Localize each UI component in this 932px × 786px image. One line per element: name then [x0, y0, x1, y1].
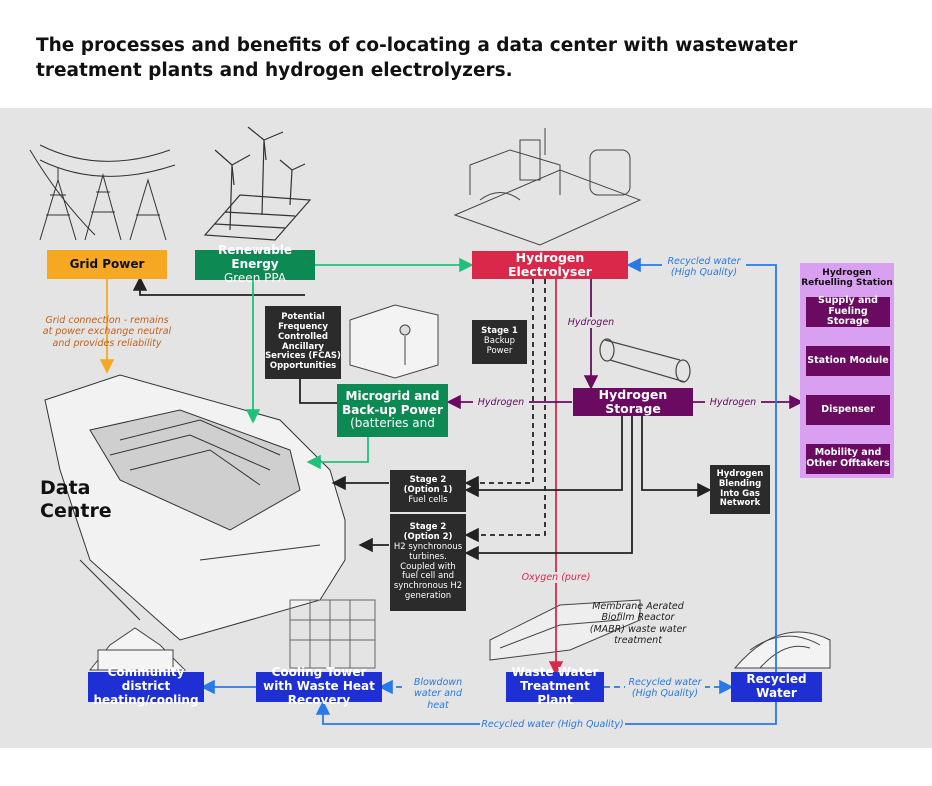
hydrogen-storage-node: Hydrogen Storage — [573, 387, 693, 416]
stage2b-sub: H2 synchronous turbines. Coupled with fu… — [393, 541, 463, 601]
blowdown-label: Blowdown water and heat — [402, 677, 474, 712]
microgrid-sub: (batteries and — [350, 416, 435, 431]
page-title: The processes and benefits of co-locatin… — [36, 35, 798, 81]
cooling-tower-node: Cooling Tower with Waste Heat Recovery — [256, 665, 382, 707]
stage2a-sub: Fuel cells — [408, 494, 448, 505]
hydrogen-blending-node: Hydrogen Blending Into Gas Network — [710, 465, 770, 514]
stage2-option2-node: Stage 2 (Option 2) H2 synchronous turbin… — [390, 514, 466, 611]
hydrogen-right-label: Hydrogen — [705, 397, 761, 409]
station-dispenser-node: Dispenser — [806, 395, 890, 425]
hydrogen-left-label: Hydrogen — [473, 397, 529, 409]
hydrogen-down-label: Hydrogen — [563, 317, 619, 329]
pylon-illustration — [29, 144, 176, 241]
data-centre-illustration — [44, 374, 346, 641]
electrolyser-plant-illustration — [453, 128, 642, 246]
grid-power-node: Grid Power — [47, 250, 167, 279]
house-illustration — [88, 627, 187, 671]
renewable-title: Renewable Energy — [217, 243, 293, 272]
microgrid-node: Microgrid and Back-up Power (batteries a… — [337, 384, 448, 437]
mabr-illustration — [489, 599, 641, 661]
recycled-water-node: Recycled Water — [731, 672, 822, 702]
community-heating-node: Community district heating/cooling — [88, 665, 204, 707]
refuelling-station-title: Hydrogen Refuelling Station — [801, 267, 893, 288]
hydrogen-electrolyser-node: Hydrogen Electrolyser — [472, 250, 628, 279]
station-supply-node: Supply and Fueling Storage — [806, 295, 890, 327]
station-module-node: Station Module — [806, 346, 890, 376]
hydrogen-tank-illustration — [599, 338, 691, 383]
microgrid-title: Microgrid and Back-up Power — [342, 388, 443, 417]
recycled-water-mid-label: Recycled water (High Quality) — [625, 677, 705, 700]
data-centre-label: Data Centre — [40, 477, 112, 522]
oxygen-label: Oxygen (pure) — [518, 572, 594, 584]
recycled-water-top-label: Recycled water (High Quality) — [662, 256, 746, 279]
stage1-title: Stage 1 — [481, 326, 518, 337]
cooling-building-illustration — [289, 599, 376, 669]
fcas-node: Potential Frequency Controlled Ancillary… — [265, 306, 341, 379]
mabr-label: Membrane Aerated Biofilm Reactor (MABR) … — [589, 601, 687, 647]
stage2-option1-node: Stage 2 (Option 1) Fuel cells — [390, 470, 466, 512]
stage2b-title: Stage 2 (Option 2) — [403, 522, 453, 543]
renewable-sub: Green PPA — [223, 270, 287, 285]
greenhouse-illustration — [733, 631, 831, 669]
wind-solar-illustration — [203, 126, 312, 241]
stage2a-title: Stage 2 (Option 1) — [403, 475, 453, 496]
recycled-water-bottom-label: Recycled water (High Quality) — [480, 719, 625, 731]
stage1-sub: Backup Power — [483, 336, 516, 356]
station-offtakers-node: Mobility and Other Offtakers — [806, 444, 890, 474]
stage1-node: Stage 1 Backup Power — [472, 320, 527, 364]
renewable-energy-node: Renewable Energy Green PPA — [195, 244, 315, 285]
wastewater-plant-node: Waste Water Treatment Plant — [506, 665, 604, 707]
battery-illustration — [349, 304, 439, 379]
grid-connection-label: Grid connection - remains at power excha… — [42, 315, 172, 349]
